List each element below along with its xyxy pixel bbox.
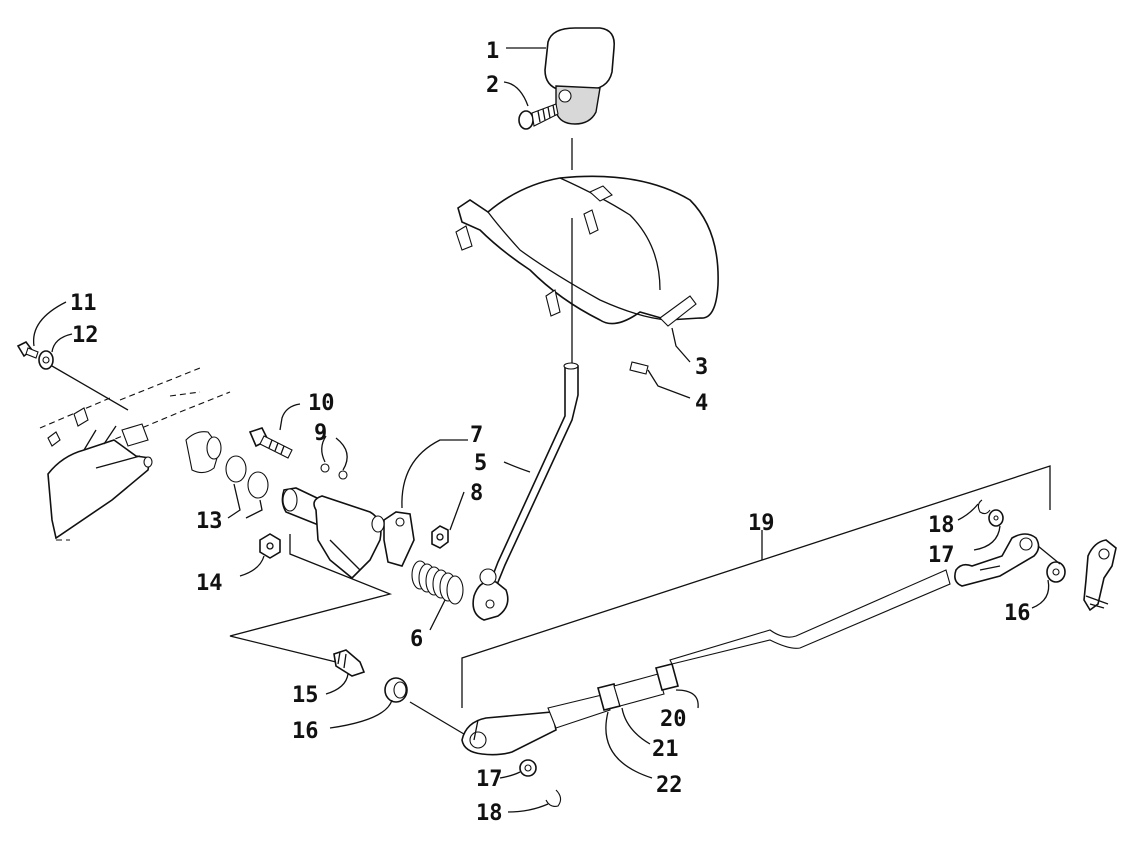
part-7-bracket[interactable] — [383, 439, 468, 567]
part-3-pin[interactable] — [671, 327, 691, 363]
callout-6: 6 — [410, 627, 423, 652]
part-12-washer[interactable] — [38, 333, 73, 370]
part-15-ball-stud[interactable] — [325, 649, 366, 695]
part-1-shift-knob[interactable] — [544, 27, 616, 125]
callout-11: 11 — [70, 291, 97, 316]
callout-4: 4 — [695, 391, 708, 416]
part-18-clip-right[interactable] — [957, 499, 991, 521]
callout-12: 12 — [72, 323, 99, 348]
callout-19: 19 — [748, 511, 775, 536]
callout-10: 10 — [308, 391, 335, 416]
callout-2: 2 — [486, 73, 499, 98]
frame-section — [39, 367, 231, 541]
part-4-clip[interactable] — [629, 361, 691, 399]
part-6-spring[interactable] — [411, 560, 464, 631]
part-13-o-rings[interactable] — [225, 455, 269, 519]
part-19-shift-rod[interactable] — [461, 533, 1040, 756]
part-14-nut[interactable] — [239, 533, 281, 577]
part-17-washer-left[interactable] — [499, 759, 537, 779]
transmission-linkage — [1083, 539, 1117, 612]
callout-22: 22 — [656, 773, 683, 798]
callout-1: 1 — [486, 39, 499, 64]
callout-5: 5 — [474, 451, 487, 476]
callout-labels: 1 2 3 4 5 6 7 8 9 10 11 12 13 14 15 16 1… — [70, 39, 1031, 826]
callout-9: 9 — [314, 421, 327, 446]
part-2-screw[interactable] — [518, 103, 559, 130]
callout-17-left: 17 — [476, 767, 503, 792]
part-9-washers[interactable] — [320, 435, 348, 480]
part-5-shift-lever[interactable] — [472, 362, 579, 621]
callout-14: 14 — [196, 571, 223, 596]
part-17-washer-right[interactable] — [973, 509, 1004, 551]
callout-18-left: 18 — [476, 801, 503, 826]
part-11-bolt[interactable] — [16, 301, 67, 359]
callout-21: 21 — [652, 737, 679, 762]
callout-16-left: 16 — [292, 719, 319, 744]
part-18-clip-left[interactable] — [507, 789, 562, 813]
shift-gate-cover[interactable] — [455, 175, 719, 327]
callout-13: 13 — [196, 509, 223, 534]
callout-15: 15 — [292, 683, 319, 708]
callout-17-right: 17 — [928, 543, 955, 568]
callout-7: 7 — [470, 423, 483, 448]
part-8-nut[interactable] — [431, 525, 449, 549]
callout-18-right: 18 — [928, 513, 955, 538]
part-10-bolt[interactable] — [248, 403, 301, 459]
part-16-bushing-left[interactable] — [329, 677, 408, 729]
pivot-shaft-housing[interactable] — [281, 487, 385, 580]
callout-20: 20 — [660, 707, 687, 732]
callout-8: 8 — [470, 481, 483, 506]
callout-16-right: 16 — [1004, 601, 1031, 626]
part-16-washer-right[interactable] — [1031, 561, 1066, 609]
callout-3: 3 — [695, 355, 708, 380]
